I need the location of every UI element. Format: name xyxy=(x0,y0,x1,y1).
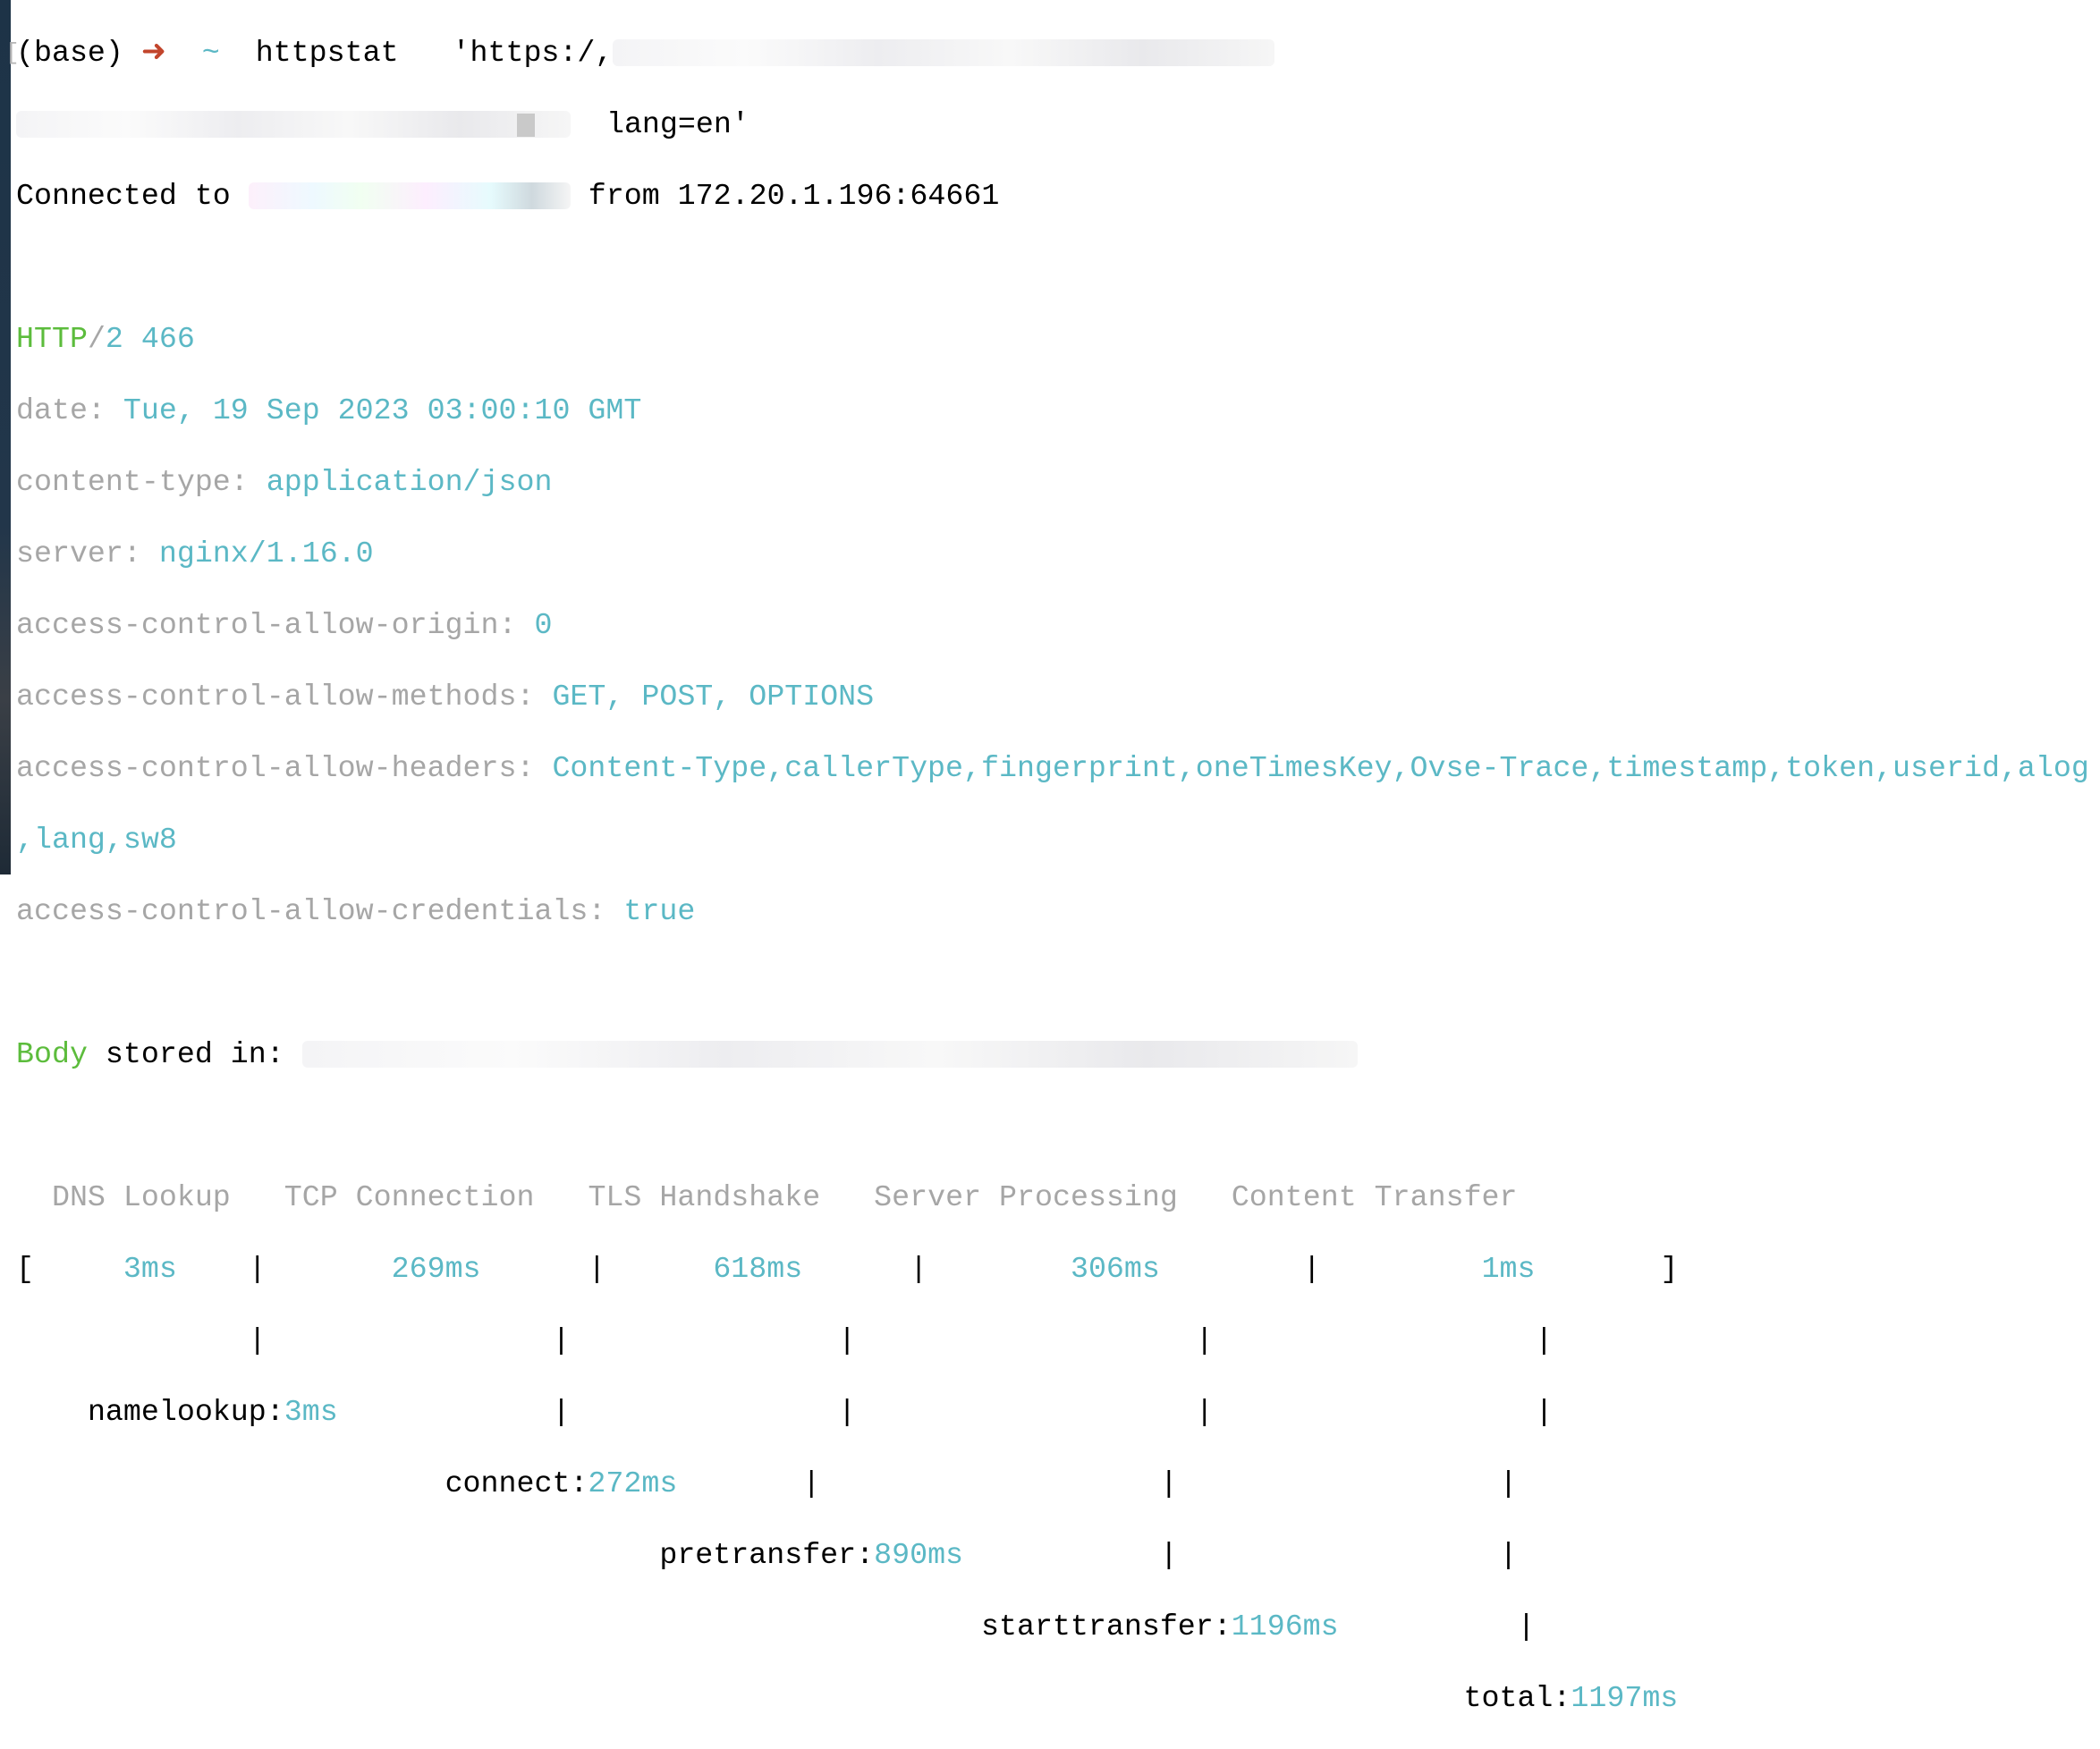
phase-label: Server Processing xyxy=(874,1180,1178,1214)
cumulative-label: total: xyxy=(1463,1681,1571,1715)
prompt-left-bracket: [ xyxy=(5,39,20,66)
header-value: Tue, 19 Sep 2023 03:00:10 GMT xyxy=(123,393,642,427)
header-value: GET, POST, OPTIONS xyxy=(552,680,875,714)
protocol: HTTP xyxy=(16,322,88,356)
body-stored-text: stored in: xyxy=(105,1037,284,1071)
cumulative-value: 3ms xyxy=(284,1395,338,1429)
timing-divider-row: | | | | | xyxy=(16,1323,1554,1357)
cumulative-row: connect:272ms | | | xyxy=(445,1466,1518,1500)
prompt-line: [(base) ➜ ~ httpstat 'https:/, xyxy=(5,35,2089,71)
prompt-line-wrap: lang=en' xyxy=(16,106,2089,142)
timing-values-row: [ 3ms | 269ms | 618ms | 306ms | 1ms ] xyxy=(16,1252,1679,1286)
arrow-icon: ➜ xyxy=(140,36,166,70)
connected-from: from 172.20.1.196:64661 xyxy=(588,179,1000,213)
status-code: 2 466 xyxy=(105,322,195,356)
command: httpstat xyxy=(255,36,399,70)
cumulative-value: 272ms xyxy=(588,1466,678,1500)
body-label: Body xyxy=(16,1037,88,1071)
status-line: HTTP/2 466 xyxy=(16,321,2089,357)
protocol-slash: / xyxy=(87,322,106,356)
phase-value: 269ms xyxy=(391,1252,481,1286)
cumulative-value: 1196ms xyxy=(1231,1610,1339,1643)
cumulative-row: pretransfer:890ms | | xyxy=(659,1538,1518,1572)
header-name: access-control-allow-headers: xyxy=(16,751,535,785)
redacted-path xyxy=(301,1041,1358,1069)
header-line: access-control-allow-credentials: true xyxy=(16,893,2089,929)
header-value: nginx/1.16.0 xyxy=(158,537,374,570)
phase-label: DNS Lookup xyxy=(51,1180,231,1214)
header-name: date: xyxy=(16,393,106,427)
redacted-url xyxy=(613,39,1275,67)
header-name: access-control-allow-origin: xyxy=(16,608,517,642)
connected-label: Connected to xyxy=(16,179,231,213)
redacted-host xyxy=(248,182,571,210)
header-line: date: Tue, 19 Sep 2023 03:00:10 GMT xyxy=(16,393,2089,428)
command-arg-end: lang=en' xyxy=(605,107,749,141)
header-value: Content-Type,callerType,fingerprint,oneT… xyxy=(552,751,2089,785)
header-name: access-control-allow-credentials: xyxy=(16,894,606,928)
header-line: access-control-allow-methods: GET, POST,… xyxy=(16,679,2089,714)
cumulative-label: namelookup: xyxy=(87,1395,284,1429)
header-value: application/json xyxy=(266,465,553,499)
cumulative-label: pretransfer: xyxy=(659,1538,875,1572)
header-line-wrap: ,lang,sw8 xyxy=(16,822,2089,858)
command-arg-start: 'https:/, xyxy=(452,36,614,70)
phase-value: 1ms xyxy=(1481,1252,1536,1286)
header-line: access-control-allow-origin: 0 xyxy=(16,607,2089,643)
phase-value: 306ms xyxy=(1070,1252,1160,1286)
cumulative-value: 1197ms xyxy=(1571,1681,1679,1715)
phase-value: 3ms xyxy=(123,1252,177,1286)
header-value-wrap: ,lang,sw8 xyxy=(16,823,177,857)
phase-label: TCP Connection xyxy=(284,1180,535,1214)
header-name: access-control-allow-methods: xyxy=(16,680,535,714)
phase-label: Content Transfer xyxy=(1231,1180,1518,1214)
header-line: content-type: application/json xyxy=(16,464,2089,500)
connected-line: Connected to from 172.20.1.196:64661 xyxy=(16,178,2089,214)
phase-value: 618ms xyxy=(713,1252,803,1286)
cumulative-row: starttransfer:1196ms | xyxy=(981,1610,1536,1643)
conda-env: (base) xyxy=(16,36,123,70)
header-line: access-control-allow-headers: Content-Ty… xyxy=(16,750,2089,786)
cumulative-row: total:1197ms xyxy=(16,1680,2089,1716)
cumulative-value: 890ms xyxy=(874,1538,964,1572)
header-value: 0 xyxy=(534,608,553,642)
header-name: content-type: xyxy=(16,465,249,499)
cumulative-label: starttransfer: xyxy=(981,1610,1232,1643)
body-line: Body stored in: xyxy=(16,1036,2089,1072)
cumulative-row: namelookup:3ms | | | | xyxy=(87,1395,1554,1429)
phase-label: TLS Handshake xyxy=(588,1180,821,1214)
timing-header-row: DNS Lookup TCP Connection TLS Handshake … xyxy=(16,1179,2089,1215)
redacted-url xyxy=(16,111,571,139)
header-name: server: xyxy=(16,537,141,570)
terminal-output[interactable]: [(base) ➜ ~ httpstat 'https:/, lang=en' … xyxy=(5,0,2089,1749)
cumulative-label: connect: xyxy=(445,1466,589,1500)
cwd: ~ xyxy=(201,36,220,70)
header-value: true xyxy=(623,894,696,928)
header-line: server: nginx/1.16.0 xyxy=(16,536,2089,571)
desktop-edge xyxy=(0,0,11,874)
